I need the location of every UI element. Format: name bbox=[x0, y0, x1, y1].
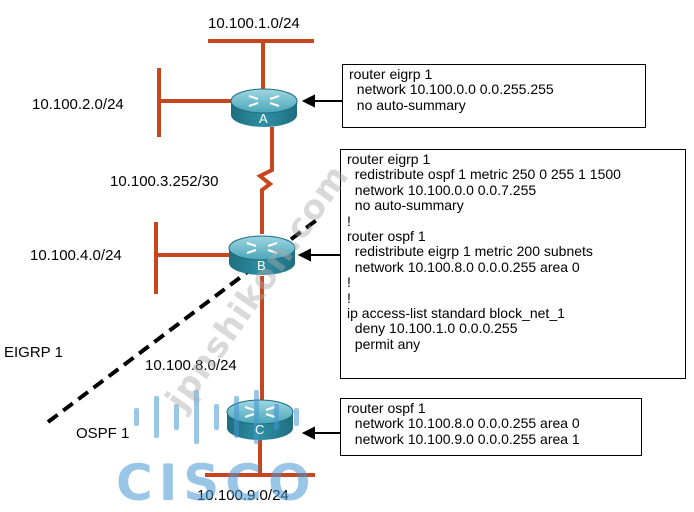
config-line: no auto-summary bbox=[347, 197, 464, 214]
config-line: redistribute ospf 1 metric 250 0 255 1 1… bbox=[347, 166, 621, 183]
network-label-net4: 10.100.4.0/24 bbox=[30, 247, 122, 264]
ospf-domain-label: OSPF 1 bbox=[76, 425, 130, 442]
router-a-icon bbox=[230, 88, 298, 127]
network-label-net3: 10.100.3.252/30 bbox=[110, 173, 219, 190]
config-line: permit any bbox=[347, 335, 421, 352]
config-line: redistribute eigrp 1 metric 200 subnets bbox=[347, 243, 593, 260]
network-label-net1: 10.100.1.0/24 bbox=[208, 15, 300, 32]
network-label-net8: 10.100.8.0/24 bbox=[145, 357, 237, 374]
router-a-label: A bbox=[259, 111, 268, 126]
config-line: ! bbox=[347, 212, 351, 229]
config-line: router eigrp 1 bbox=[347, 151, 431, 167]
config-line: ip access-list standard block_net_1 bbox=[347, 305, 565, 322]
router-b-config-box: router eigrp 1 redistribute ospf 1 metri… bbox=[340, 149, 686, 379]
config-line: ! bbox=[347, 289, 351, 306]
config-arrows bbox=[297, 94, 342, 440]
config-line: deny 10.100.1.0 0.0.0.255 bbox=[347, 320, 518, 337]
config-line: router eigrp 1 bbox=[349, 66, 433, 82]
config-line: router ospf 1 bbox=[347, 400, 426, 416]
eigrp-domain-label: EIGRP 1 bbox=[4, 344, 63, 361]
router-c-config-box: router ospf 1 network 10.100.8.0 0.0.0.2… bbox=[340, 398, 642, 456]
router-a-config-box: router eigrp 1 network 10.100.0.0 0.0.25… bbox=[342, 64, 646, 128]
network-label-net9: 10.100.9.0/24 bbox=[197, 487, 289, 504]
config-line: ! bbox=[347, 274, 351, 291]
router-c-label: C bbox=[255, 422, 265, 437]
links bbox=[154, 39, 315, 477]
serial-link-a-b bbox=[256, 127, 274, 234]
config-line: network 10.100.9.0 0.0.0.255 area 1 bbox=[347, 430, 580, 447]
config-line: no auto-summary bbox=[349, 96, 466, 113]
network-label-net2: 10.100.2.0/24 bbox=[32, 96, 124, 113]
config-line: network 10.100.0.0 0.0.7.255 bbox=[347, 181, 537, 198]
config-line: network 10.100.8.0 0.0.0.255 area 0 bbox=[347, 415, 580, 432]
router-b-label: B bbox=[257, 258, 266, 273]
config-line: network 10.100.8.0 0.0.0.255 area 0 bbox=[347, 258, 580, 275]
router-b-icon bbox=[228, 235, 296, 275]
cisco-logo-bars bbox=[134, 390, 299, 444]
config-line: router ospf 1 bbox=[347, 228, 426, 245]
cisco-watermark: CISCO bbox=[116, 454, 317, 512]
config-line: network 10.100.0.0 0.0.255.255 bbox=[349, 81, 554, 98]
